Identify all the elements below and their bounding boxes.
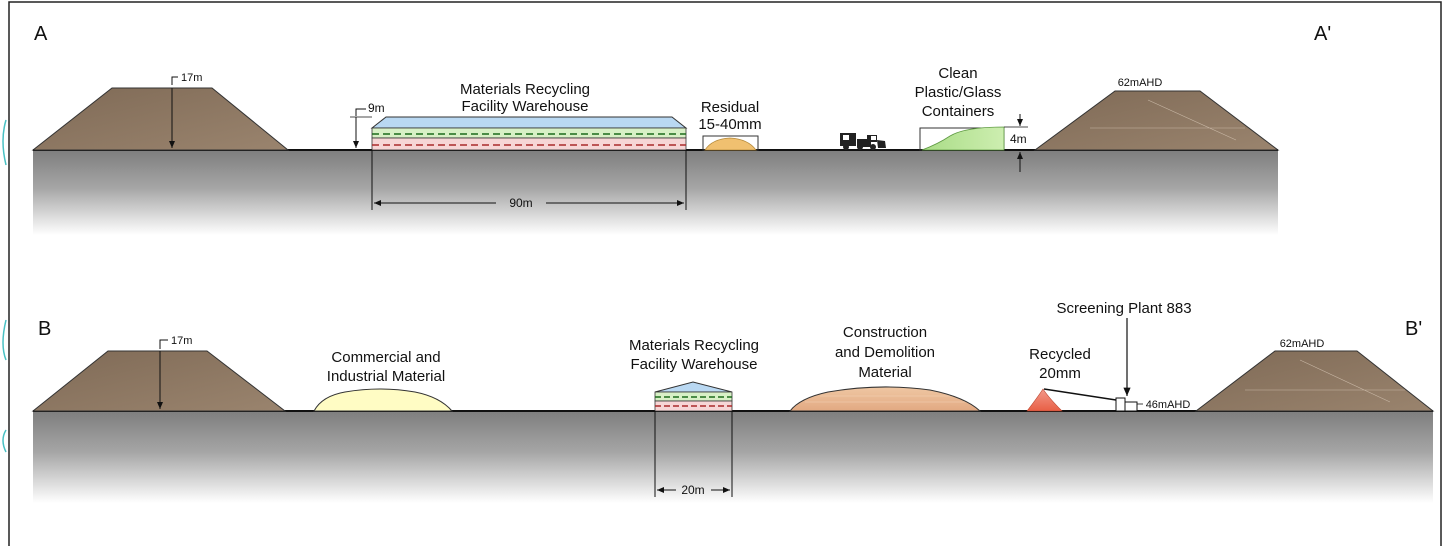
left-mound-a (31, 87, 290, 151)
recycled-label-b-line1: Recycled (1029, 346, 1091, 363)
mrf-height-a: 9m (368, 101, 385, 115)
right-level-b: 62mAHD (1280, 338, 1325, 350)
mound-height-leader-a (171, 76, 178, 85)
cd-label-b-line3: Material (858, 364, 911, 381)
cd-label-b-line1: Construction (843, 324, 927, 341)
conveyor-b (1043, 388, 1117, 401)
left-mound-b (31, 350, 287, 412)
ci-pile-b (313, 388, 454, 412)
screening-level-b: 46mAHD (1146, 399, 1191, 411)
mrf-warehouse-a (370, 116, 688, 151)
mrf-height-leader-a (355, 108, 366, 116)
cd-pile-b (788, 386, 982, 412)
residual-pile-a (704, 137, 757, 151)
screening-plant-label-b: Screening Plant 883 (1056, 300, 1191, 317)
mrf-title-a-line2: Facility Warehouse (462, 98, 589, 115)
residual-label-a-line1: Residual (701, 99, 759, 116)
clean-pile-a (921, 126, 1005, 151)
mrf-roof-a (370, 116, 688, 129)
clean-label-a-line2: Plastic/Glass (915, 84, 1002, 101)
ground-b (33, 411, 1433, 503)
mrf-band-pink-a (371, 137, 687, 151)
right-mound-hatch-a (1090, 99, 1245, 141)
recycled-label-b-line2: 20mm (1039, 365, 1081, 382)
mrf-title-b-line1: Materials Recycling (629, 337, 759, 354)
right-mound-hatch-b (1245, 359, 1405, 403)
marker-a: A (34, 23, 48, 45)
screening-plant-box2-b (1124, 401, 1138, 412)
mrf-width-b: 20m (681, 483, 704, 497)
section-a: A A' 17m Materials Recycling Facility Wa… (31, 23, 1331, 235)
mound-height-a: 17m (181, 72, 202, 84)
right-mound-a (1033, 90, 1280, 151)
marker-a-prime: A' (1314, 23, 1331, 45)
cd-label-b-line2: and Demolition (835, 344, 935, 361)
ci-label-b-line2: Industrial Material (327, 368, 445, 385)
mrf-warehouse-b (654, 381, 733, 412)
marker-b-prime: B' (1405, 318, 1422, 340)
clean-height-a: 4m (1010, 132, 1027, 146)
ground-a (33, 150, 1278, 235)
right-level-a: 62mAHD (1118, 77, 1163, 89)
screening-plant-box-b (1115, 397, 1126, 412)
right-mound-b (1194, 350, 1435, 412)
section-b: B B' 17m Commercial and Industrial Mater… (31, 300, 1435, 503)
ci-label-b-line1: Commercial and (331, 349, 440, 366)
mound-height-leader-b (159, 339, 168, 349)
mrf-title-b-line2: Facility Warehouse (631, 356, 758, 373)
mrf-title-a-line1: Materials Recycling (460, 81, 590, 98)
cd-pile-texture-b (805, 395, 965, 403)
teal-margin-decoration (2, 119, 7, 453)
recycled-pile-b (1026, 388, 1063, 412)
mrf-band-green-a (371, 127, 687, 139)
mound-height-b: 17m (171, 335, 192, 347)
loader-equipment-icon (825, 133, 918, 151)
clean-label-a-line1: Clean (938, 65, 977, 82)
clean-label-a-line3: Containers (922, 103, 995, 120)
mrf-width-a: 90m (509, 196, 532, 210)
marker-b: B (38, 318, 51, 340)
residual-label-a-line2: 15-40mm (698, 116, 761, 133)
